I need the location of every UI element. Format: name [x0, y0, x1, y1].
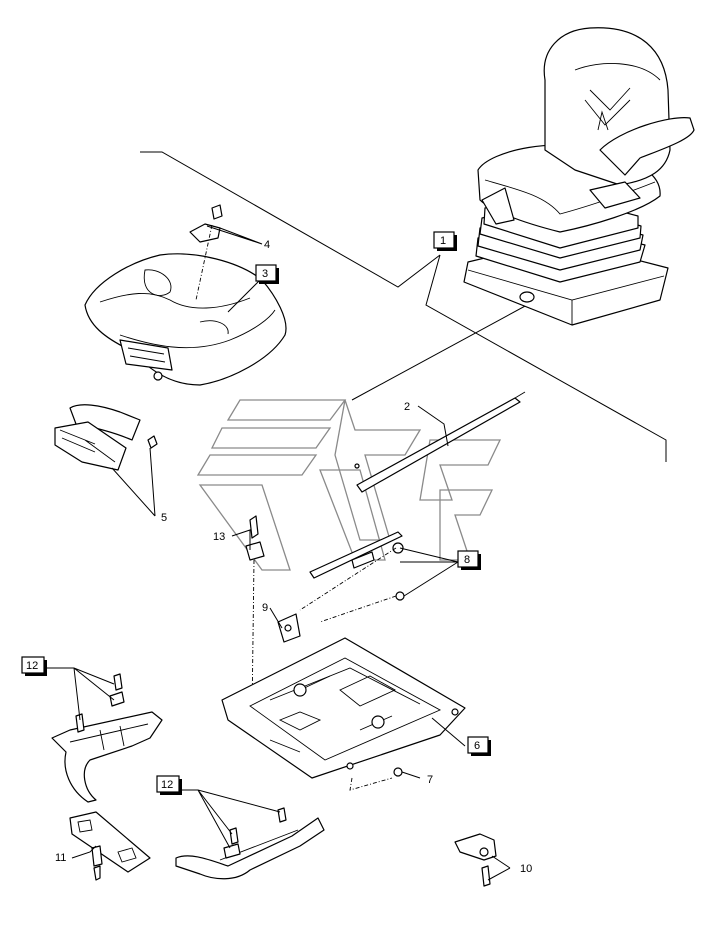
callout-12b-box: 12	[156, 775, 182, 795]
callout-8: 8	[464, 554, 470, 566]
base-frame-6	[221, 637, 466, 791]
callout-12a-box: 12	[21, 656, 47, 676]
leader-11	[71, 845, 97, 859]
assembly-line-top	[140, 151, 441, 288]
leader-8	[399, 547, 459, 597]
callout-3: 3	[262, 268, 268, 280]
callout-1-box: 1	[433, 231, 457, 251]
bolt-13	[245, 515, 265, 716]
leader-9	[269, 607, 283, 629]
bolt-4	[189, 204, 223, 301]
arm-10	[454, 833, 497, 887]
assembly-line-right	[425, 254, 667, 462]
assembly-line-cable	[351, 304, 528, 401]
lever-8	[299, 531, 405, 623]
side-rail-right	[175, 807, 325, 880]
leader-2	[417, 405, 449, 447]
callout-5: 5	[161, 512, 167, 524]
callout-12b: 12	[161, 779, 173, 791]
side-rail-left	[51, 673, 163, 803]
leader-3	[227, 277, 263, 313]
leader-4	[206, 225, 263, 245]
cable-2	[354, 391, 526, 493]
seat-base-tray	[84, 253, 287, 386]
callout-1: 1	[440, 235, 446, 247]
bracket-11	[69, 811, 151, 881]
leader-12a	[42, 667, 115, 721]
callout-10: 10	[520, 863, 532, 875]
bracket-9	[277, 613, 301, 643]
callout-12a: 12	[26, 660, 38, 672]
callout-8-box: 8	[457, 550, 481, 570]
leader-12b	[178, 789, 281, 849]
leader-5	[111, 447, 156, 517]
callout-6-box: 6	[467, 736, 491, 756]
callout-11: 11	[55, 852, 66, 864]
callout-4: 4	[264, 239, 270, 251]
callout-13: 13	[213, 531, 225, 543]
nut-7	[393, 767, 403, 777]
bracket-5	[54, 404, 158, 471]
leader-6	[431, 717, 466, 747]
callout-6: 6	[474, 740, 480, 752]
callout-7: 7	[427, 774, 433, 786]
leader-7	[401, 771, 421, 779]
seat-assembly	[463, 27, 695, 326]
background-emblem	[196, 399, 502, 571]
leader-13	[231, 529, 251, 550]
callout-3-box: 3	[255, 264, 279, 284]
leader-10	[487, 855, 511, 881]
callout-9: 9	[262, 602, 268, 614]
callout-2: 2	[404, 401, 410, 413]
